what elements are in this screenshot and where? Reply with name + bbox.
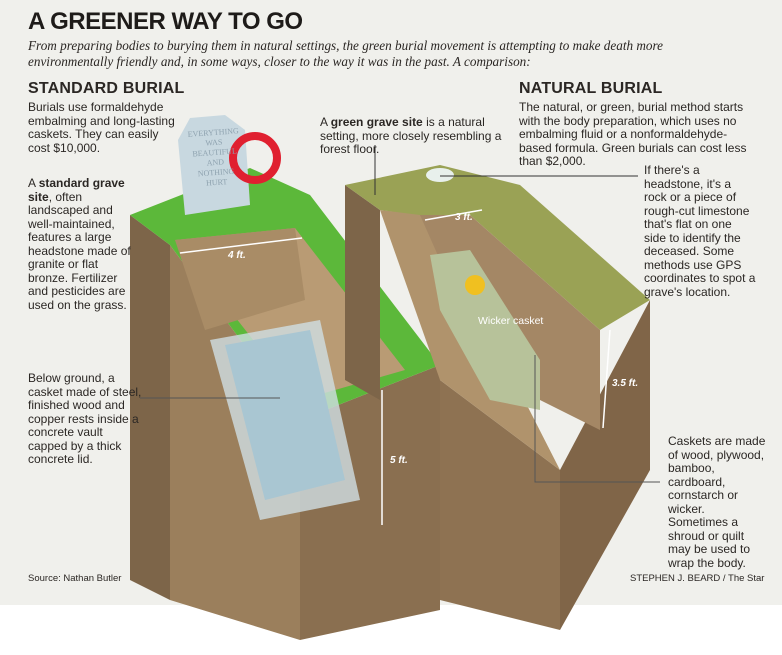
soil-right-face bbox=[560, 300, 650, 630]
natural-heading: NATURAL BURIAL bbox=[519, 80, 663, 97]
natural-site-text: A green grave site is a natural setting,… bbox=[320, 115, 510, 157]
headstone-inscription: EVERYTHING WAS BEAUTIFUL AND NOTHING HUR… bbox=[187, 126, 240, 188]
source: Source: Nathan Butler bbox=[28, 573, 122, 584]
soil-left-face bbox=[345, 185, 380, 400]
grass-top bbox=[345, 165, 650, 330]
standard-width-label: 4 ft. bbox=[228, 250, 246, 261]
text: A bbox=[320, 115, 331, 129]
flower-wreath bbox=[229, 132, 281, 184]
credit: STEPHEN J. BEARD / The Star bbox=[630, 573, 765, 584]
page-title: A GREENER WAY TO GO bbox=[28, 8, 303, 35]
soil-front-face bbox=[440, 380, 560, 630]
flowers bbox=[465, 275, 485, 295]
standard-depth-label: 5 ft. bbox=[390, 455, 408, 466]
soil-front-face bbox=[170, 245, 300, 640]
steel-casket bbox=[225, 330, 345, 500]
pit-inner-wall bbox=[175, 228, 305, 330]
text: is a natural setting, more closely resem… bbox=[320, 115, 502, 156]
natural-grave-block bbox=[345, 145, 660, 630]
natural-width-label: 3 ft. bbox=[455, 212, 473, 223]
natural-intro: The natural, or green, burial method sta… bbox=[519, 100, 747, 168]
standard-below-text: Below ground, a casket made of steel, fi… bbox=[28, 371, 142, 466]
depth-arrow bbox=[602, 329, 611, 429]
rock-headstone bbox=[426, 168, 454, 182]
text: , often landscaped and well-maintained, … bbox=[28, 189, 131, 312]
width-arrow bbox=[424, 209, 483, 221]
wicker-casket-label: Wicker casket bbox=[478, 315, 544, 327]
natural-casket-text: Caskets are made of wood, plywood, bambo… bbox=[668, 434, 766, 570]
wicker-casket bbox=[430, 250, 540, 410]
standard-site-text: A standard grave site, often landscaped … bbox=[28, 176, 140, 312]
text-bold: green grave site bbox=[330, 115, 423, 129]
casket-callout-line bbox=[534, 355, 660, 483]
standard-intro: Burials use formaldehyde embalming and l… bbox=[28, 100, 175, 155]
width-arrow bbox=[179, 237, 303, 254]
headstone bbox=[178, 115, 250, 215]
natural-headstone-text: If there's a headstone, it's a rock or a… bbox=[644, 163, 756, 299]
text: A bbox=[28, 176, 39, 190]
natural-depth-label: 3.5 ft. bbox=[612, 378, 639, 389]
standard-heading: STANDARD BURIAL bbox=[28, 80, 185, 97]
text-bold: standard grave site bbox=[28, 176, 125, 204]
soil-left-face bbox=[130, 215, 170, 600]
subtitle: From preparing bodies to burying them in… bbox=[28, 38, 663, 69]
